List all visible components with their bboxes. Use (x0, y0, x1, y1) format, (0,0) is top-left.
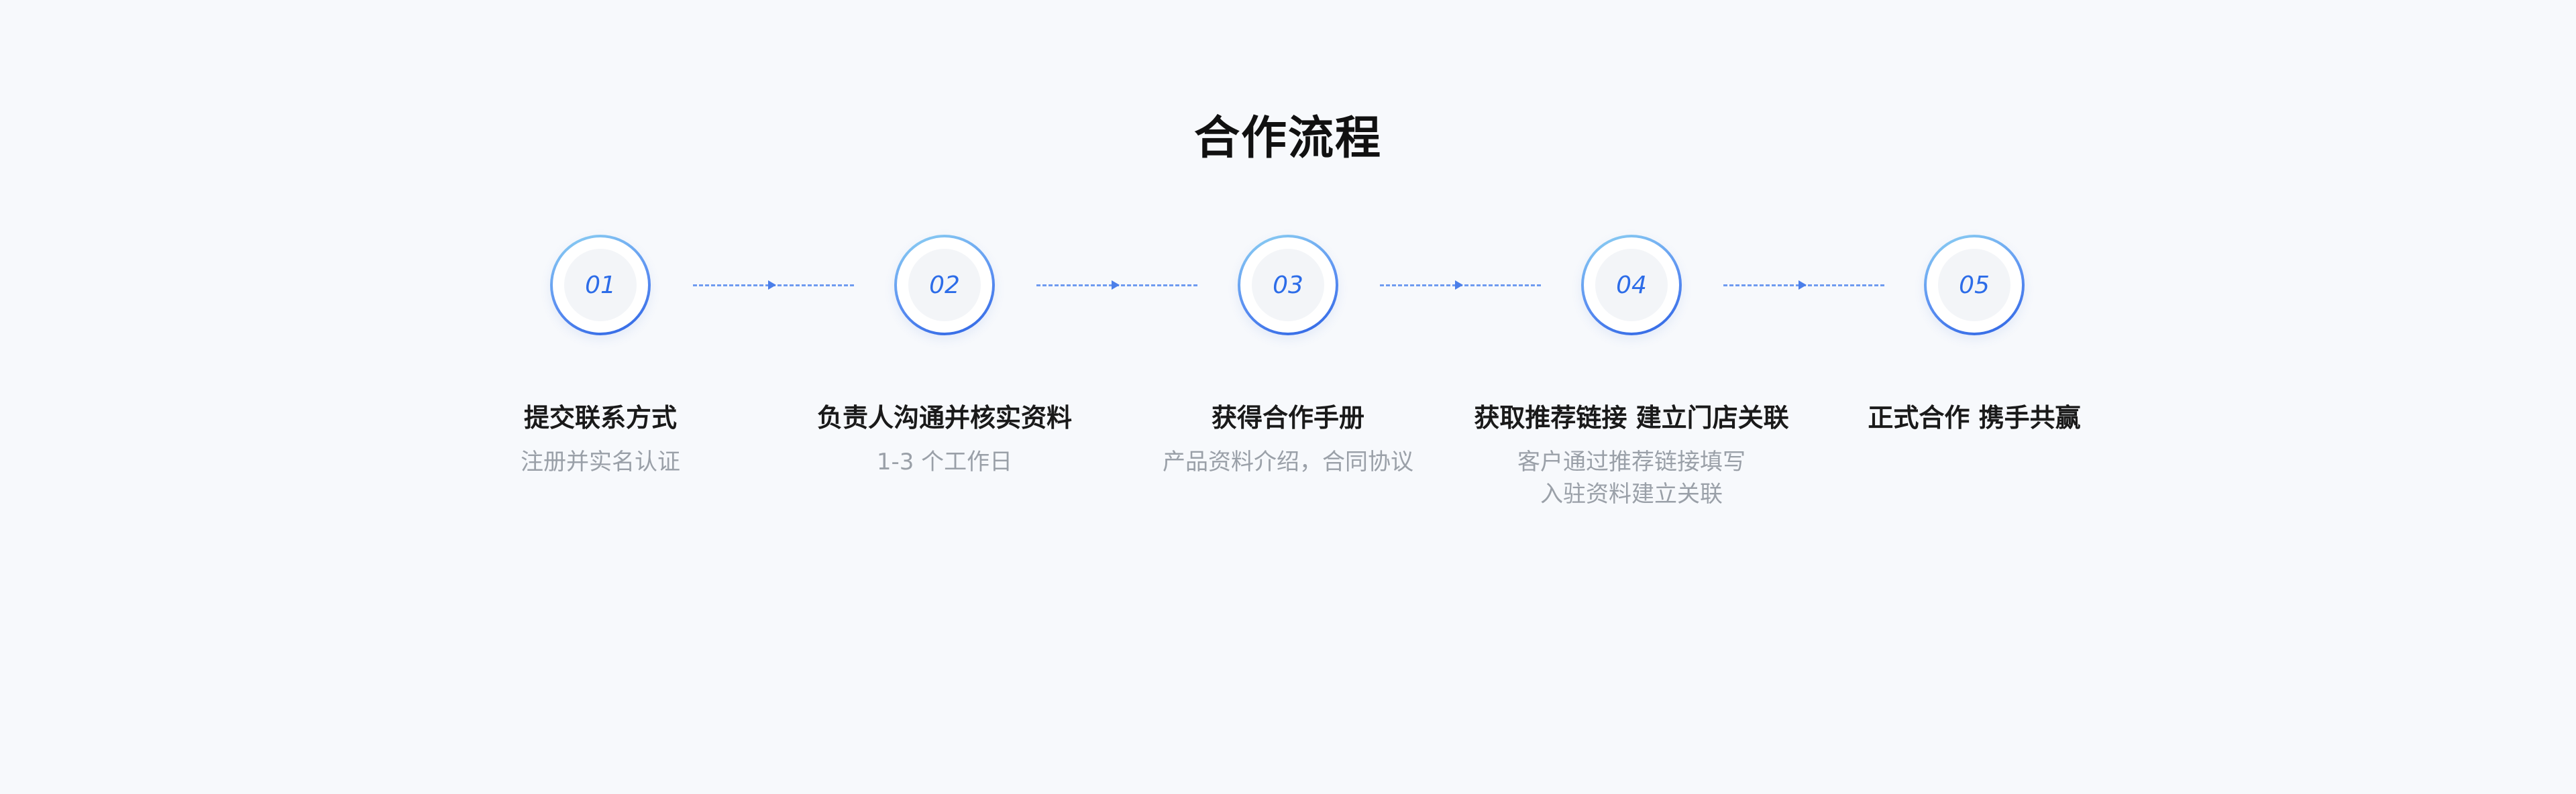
arrow-right-icon (1112, 280, 1120, 290)
step-description: 客户通过推荐链接填写 入驻资料建立关联 (1457, 446, 1806, 510)
step-description: 产品资料介绍，合同协议 (1114, 446, 1462, 478)
step-title: 提交联系方式 (523, 403, 677, 433)
step-description-line: 客户通过推荐链接填写 (1517, 449, 1746, 475)
step-number: 04 (1616, 271, 1647, 299)
step-title: 正式合作 携手共赢 (1868, 403, 2081, 433)
step-number: 02 (929, 271, 960, 299)
step-description-line: 注册并实名认证 (521, 449, 680, 475)
step-badge: 05 (1924, 235, 2025, 335)
step-connector-3 (1380, 280, 1541, 290)
step-connector-1 (693, 280, 854, 290)
step-title: 负责人沟通并核实资料 (816, 403, 1072, 433)
arrow-right-icon (768, 280, 776, 290)
step-badge: 04 (1581, 235, 1682, 335)
step-number: 01 (585, 271, 616, 299)
step-description-line: 1-3 个工作日 (876, 449, 1013, 475)
step-connector-2 (1036, 280, 1197, 290)
arrow-right-icon (1455, 280, 1463, 290)
step-number: 05 (1959, 271, 1990, 299)
step-connector-4 (1723, 280, 1884, 290)
step-badge: 02 (894, 235, 995, 335)
step-number: 03 (1273, 271, 1303, 299)
process-step-5: 05 正式合作 携手共赢 (1800, 235, 2149, 446)
page-title: 合作流程 (1193, 112, 1382, 165)
process-step-3: 03 获得合作手册 产品资料介绍，合同协议 (1114, 235, 1462, 478)
process-step-2: 02 负责人沟通并核实资料 1-3 个工作日 (770, 235, 1119, 478)
step-description: 1-3 个工作日 (770, 446, 1119, 478)
process-step-4: 04 获取推荐链接 建立门店关联 客户通过推荐链接填写 入驻资料建立关联 (1457, 235, 1806, 510)
step-description-line: 产品资料介绍，合同协议 (1163, 449, 1413, 475)
arrow-right-icon (1799, 280, 1807, 290)
step-description: 注册并实名认证 (426, 446, 775, 478)
step-title: 获取推荐链接 建立门店关联 (1474, 403, 1789, 433)
step-description-line: 入驻资料建立关联 (1540, 481, 1723, 508)
step-badge: 01 (550, 235, 651, 335)
step-badge: 03 (1238, 235, 1338, 335)
process-step-1: 01 提交联系方式 注册并实名认证 (426, 235, 775, 478)
step-title: 获得合作手册 (1211, 403, 1364, 433)
